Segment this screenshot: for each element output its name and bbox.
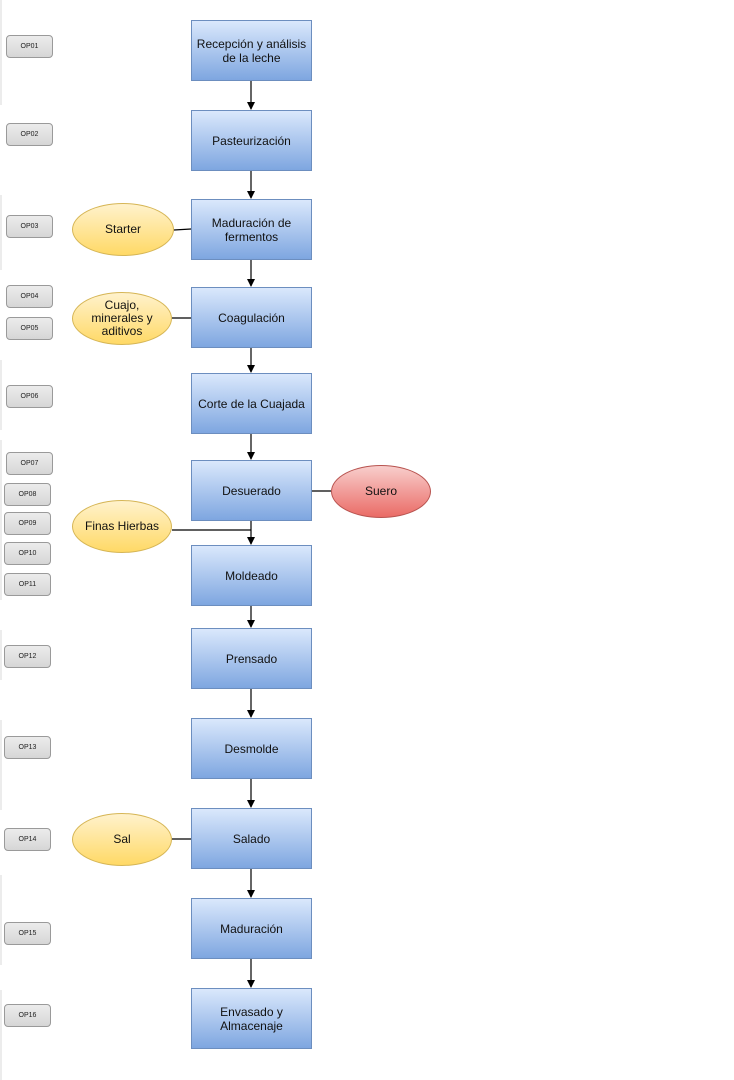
op-label: OP12 [4,645,51,668]
step-recepcion: Recepción y análisis de la leche [191,20,312,81]
input-starter: Starter [72,203,174,256]
step-corte-cuajada: Corte de la Cuajada [191,373,312,434]
left-guide-line [0,0,2,105]
op-label: OP13 [4,736,51,759]
left-guide-line [0,195,2,270]
left-guide-line [0,990,2,1080]
op-label: OP16 [4,1004,51,1027]
left-guide-line [0,875,2,965]
step-pasteurizacion: Pasteurización [191,110,312,171]
input-finas-hierbas: Finas Hierbas [72,500,172,553]
input-cuajo: Cuajo, minerales y aditivos [72,292,172,345]
op-label: OP14 [4,828,51,851]
op-label: OP09 [4,512,51,535]
op-label: OP07 [6,452,53,475]
op-label: OP10 [4,542,51,565]
step-prensado: Prensado [191,628,312,689]
step-envasado: Envasado y Almacenaje [191,988,312,1049]
input-sal: Sal [72,813,172,866]
op-label: OP15 [4,922,51,945]
left-guide-line [0,630,2,680]
op-label: OP11 [4,573,51,596]
op-label: OP02 [6,123,53,146]
op-label: OP01 [6,35,53,58]
step-desuerado: Desuerado [191,460,312,521]
step-maduracion-fermentos: Maduración de fermentos [191,199,312,260]
op-label: OP05 [6,317,53,340]
output-suero: Suero [331,465,431,518]
step-maduracion: Maduración [191,898,312,959]
op-label: OP04 [6,285,53,308]
left-guide-line [0,440,2,600]
left-guide-line [0,720,2,810]
op-label: OP08 [4,483,51,506]
line-starter [173,228,192,231]
op-label: OP03 [6,215,53,238]
step-moldeado: Moldeado [191,545,312,606]
step-desmolde: Desmolde [191,718,312,779]
step-coagulacion: Coagulación [191,287,312,348]
op-label: OP06 [6,385,53,408]
step-salado: Salado [191,808,312,869]
left-guide-line [0,360,2,430]
